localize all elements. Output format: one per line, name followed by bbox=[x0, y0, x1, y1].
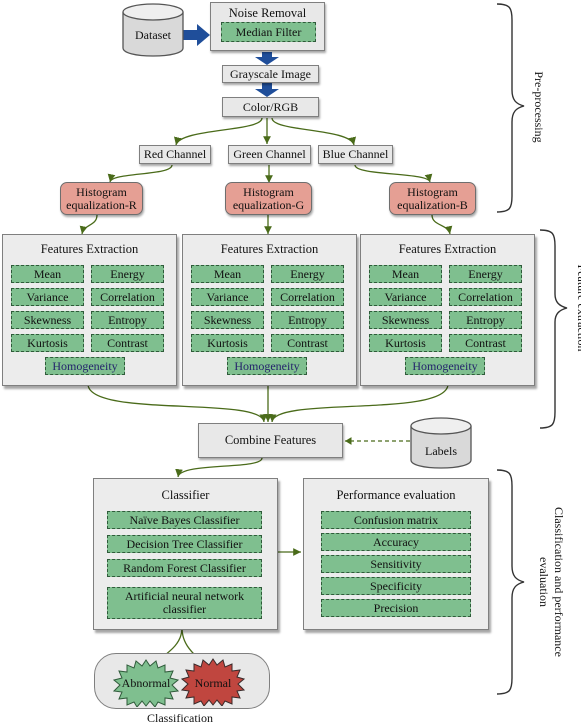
wire-blue-hist bbox=[354, 164, 433, 183]
color-rgb-box: Color/RGB bbox=[222, 97, 319, 117]
feature-extraction-title: Features Extraction bbox=[398, 242, 497, 256]
histogram-r-line1: Histogram bbox=[76, 184, 127, 199]
specificity: Specificity bbox=[321, 577, 471, 595]
histogram-b-box: Histogram equalization-B bbox=[389, 182, 476, 215]
normal-starburst bbox=[181, 658, 245, 706]
wire-color-red bbox=[174, 117, 263, 146]
normal-burst-shape bbox=[181, 658, 245, 706]
feature-kurtosis: Kurtosis bbox=[191, 334, 264, 352]
feature-correlation: Correlation bbox=[91, 288, 164, 306]
blue-arrow-noise-grayscale bbox=[255, 52, 279, 65]
histogram-g-box: Histogram equalization-G bbox=[225, 182, 312, 215]
side-label-feature-extraction: Feature extraction bbox=[575, 264, 581, 352]
feature-variance: Variance bbox=[191, 288, 264, 306]
feature-skewness: Skewness bbox=[11, 311, 84, 329]
noise-removal-title: Noise Removal bbox=[228, 6, 307, 20]
feature-homogeneity: Homogeneity bbox=[405, 357, 485, 375]
feature-energy: Energy bbox=[449, 265, 522, 283]
classification-caption: Classification bbox=[147, 710, 213, 725]
feature-kurtosis: Kurtosis bbox=[369, 334, 442, 352]
green-channel-box: Green Channel bbox=[228, 145, 311, 164]
confusion-matrix: Confusion matrix bbox=[321, 511, 471, 529]
ann-classifier-line2: classifier bbox=[162, 602, 207, 616]
median-filter-box: Median Filter bbox=[221, 22, 316, 42]
feature-extraction-title: Features Extraction bbox=[40, 242, 139, 256]
feature-mean: Mean bbox=[191, 265, 264, 283]
feature-homogeneity: Homogeneity bbox=[227, 357, 307, 375]
precision: Precision bbox=[321, 599, 471, 617]
histogram-r-line2: equalization-R bbox=[66, 197, 137, 212]
labels-label: Labels bbox=[425, 443, 457, 458]
sensitivity: Sensitivity bbox=[321, 555, 471, 573]
side-label-preprocessing: Pre-processing bbox=[532, 71, 546, 143]
ann-classifier-line1: Artificial neural network bbox=[124, 589, 245, 603]
blue-arrow-dataset bbox=[183, 24, 210, 46]
accuracy: Accuracy bbox=[321, 533, 471, 551]
feature-extraction-title: Features Extraction bbox=[220, 242, 319, 256]
feature-extraction-panel-r: Features Extraction Mean Energy Variance… bbox=[2, 234, 177, 386]
feature-correlation: Correlation bbox=[449, 288, 522, 306]
feature-kurtosis: Kurtosis bbox=[11, 334, 84, 352]
brace-preprocessing bbox=[496, 3, 525, 213]
wire-fe3-combine bbox=[268, 383, 449, 423]
feature-skewness: Skewness bbox=[369, 311, 442, 329]
feature-entropy: Entropy bbox=[449, 311, 522, 329]
brace-feature-extraction bbox=[539, 229, 568, 429]
abnormal-label: Abnormal bbox=[121, 675, 171, 690]
decision-tree-classifier: Decision Tree Classifier bbox=[107, 535, 262, 553]
feature-correlation: Correlation bbox=[271, 288, 344, 306]
labels-database: Labels bbox=[410, 417, 472, 469]
feature-mean: Mean bbox=[11, 265, 84, 283]
wire-combine-classifier bbox=[175, 457, 263, 478]
abnormal-starburst bbox=[113, 659, 179, 707]
side-label-classification-line2: evaluation bbox=[537, 557, 551, 607]
blue-channel-box: Blue Channel bbox=[318, 145, 393, 164]
performance-title: Performance evaluation bbox=[336, 488, 456, 502]
combine-features-box: Combine Features bbox=[198, 423, 343, 458]
feature-homogeneity: Homogeneity bbox=[45, 357, 125, 375]
feature-energy: Energy bbox=[91, 265, 164, 283]
ann-classifier: Artificial neural network classifier bbox=[107, 587, 262, 619]
wire-histr-fe bbox=[79, 214, 98, 235]
normal-label: Normal bbox=[194, 675, 232, 690]
brace-classification bbox=[496, 469, 525, 695]
database-icon bbox=[122, 3, 184, 57]
blue-arrow-grayscale-color bbox=[255, 83, 279, 97]
side-label-classification-line1: Classification and performance bbox=[552, 507, 566, 657]
wire-color-blue bbox=[271, 117, 356, 146]
abnormal-burst-shape bbox=[113, 659, 179, 707]
feature-contrast: Contrast bbox=[271, 334, 344, 352]
feature-extraction-panel-b: Features Extraction Mean Energy Variance… bbox=[360, 234, 535, 386]
histogram-r-box: Histogram equalization-R bbox=[60, 182, 143, 215]
histogram-b-line1: Histogram bbox=[407, 184, 458, 199]
feature-energy: Energy bbox=[271, 265, 344, 283]
classifier-title: Classifier bbox=[161, 488, 210, 502]
wire-red-hist bbox=[107, 164, 173, 183]
performance-evaluation-panel: Performance evaluation Confusion matrix … bbox=[303, 478, 489, 630]
feature-extraction-panel-g: Features Extraction Mean Energy Variance… bbox=[182, 234, 357, 386]
classifier-panel: Classifier Naïve Bayes Classifier Decisi… bbox=[93, 478, 278, 630]
red-channel-box: Red Channel bbox=[139, 145, 211, 164]
histogram-g-line1: Histogram bbox=[243, 184, 294, 199]
wire-fe1-combine bbox=[87, 383, 268, 423]
feature-mean: Mean bbox=[369, 265, 442, 283]
feature-contrast: Contrast bbox=[91, 334, 164, 352]
feature-entropy: Entropy bbox=[91, 311, 164, 329]
feature-contrast: Contrast bbox=[449, 334, 522, 352]
feature-entropy: Entropy bbox=[271, 311, 344, 329]
dataset-label: Dataset bbox=[135, 27, 171, 42]
feature-skewness: Skewness bbox=[191, 311, 264, 329]
histogram-g-line2: equalization-G bbox=[232, 197, 305, 212]
feature-variance: Variance bbox=[11, 288, 84, 306]
histogram-b-line2: equalization-B bbox=[397, 197, 468, 212]
side-label-classification: Classification and performance evaluatio… bbox=[534, 482, 566, 682]
wire-histb-fe bbox=[431, 214, 453, 235]
grayscale-image-box: Grayscale Image bbox=[222, 65, 319, 83]
dataset-database: Dataset bbox=[122, 3, 184, 57]
feature-variance: Variance bbox=[369, 288, 442, 306]
random-forest-classifier: Random Forest Classifier bbox=[107, 559, 262, 577]
database-icon bbox=[410, 417, 472, 469]
naive-bayes-classifier: Naïve Bayes Classifier bbox=[107, 511, 262, 529]
